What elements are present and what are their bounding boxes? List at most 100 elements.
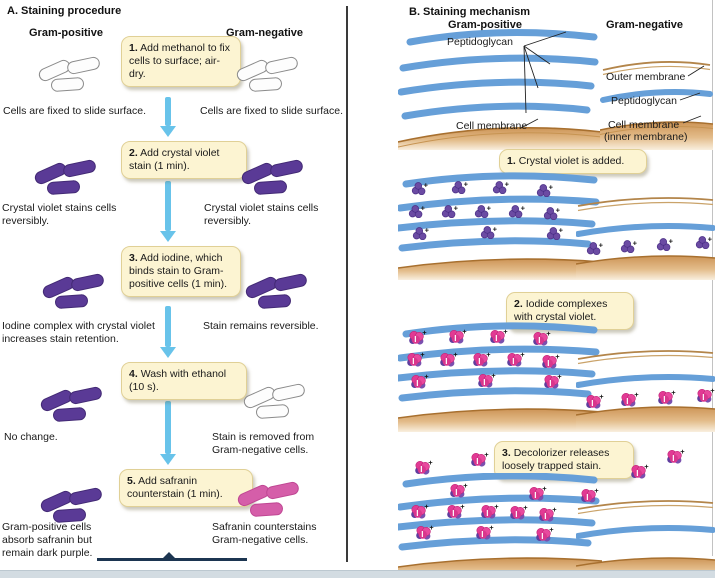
iodide-crystal-violet-complex: I+ [543,374,562,390]
svg-text:+: + [680,449,685,456]
svg-text:I: I [636,469,638,478]
crystal-violet-molecule: + [695,236,712,250]
svg-text:I: I [455,488,457,497]
crystal-violet-molecule: + [492,181,509,195]
panel-a-gram-negative-header: Gram-negative [226,27,304,39]
flow-arrow-1 [160,97,176,137]
iodide-crystal-violet-complex: I+ [448,329,467,345]
svg-text:+: + [556,207,560,214]
crystal-violet-molecule: + [412,227,429,241]
svg-text:I: I [445,357,447,366]
iodide-crystal-violet-complex: I+ [666,449,685,465]
mechanism-step-2-text: Iodide complexes with crystal violet. [514,298,608,324]
crystal-violet-molecule: + [543,207,560,221]
svg-text:I: I [486,509,488,518]
caption-right-2: Crystal violet stains cells reversibly. [204,202,319,227]
crystal-violet-molecule: + [546,227,563,241]
svg-text:+: + [521,205,525,212]
step-2-number: 2. [129,147,138,159]
svg-text:I: I [452,509,454,518]
panel-divider [346,6,348,562]
mechanism-step-3-text: Decolorizer releases loosely trapped sta… [502,447,610,473]
svg-text:+: + [599,242,603,249]
svg-text:I: I [481,530,483,539]
svg-text:I: I [416,509,418,518]
svg-text:+: + [462,329,467,336]
gram-positive-cells-step-4 [38,385,104,425]
mechanism-step-box-2: 2. Iodide complexes with crystal violet. [506,292,634,331]
svg-text:+: + [542,486,547,493]
step-box-3: 3. Add iodine, which binds stain to Gram… [121,246,241,298]
gn-peptidoglycan-label: Peptidoglycan [611,95,677,107]
gn-outer-membrane-label: Outer membrane [606,71,686,83]
iodide-crystal-violet-complex: I+ [439,352,458,368]
crystal-violet-molecule: + [408,205,425,219]
iodide-crystal-violet-complex: I+ [472,352,491,368]
crystal-violet-molecule: + [480,226,497,240]
svg-text:I: I [547,359,549,368]
step-box-4: 4. Wash with ethanol (10 s). [121,362,247,401]
svg-text:I: I [663,395,665,404]
gram-negative-cells-step-4 [241,382,307,422]
flow-arrow-3 [160,306,176,358]
svg-text:I: I [702,393,704,402]
panel-a-title: A. Staining procedure [7,5,122,17]
step-2-text: Add crystal violet stain (1 min). [129,147,220,173]
svg-text:I: I [544,512,546,521]
step-3-text: Add iodine, which binds stain to Gram-po… [129,252,228,291]
panel-b-gram-positive-header: Gram-positive [448,19,522,31]
svg-text:+: + [555,354,560,361]
flow-arrow-2 [160,181,176,242]
svg-text:+: + [453,352,458,359]
iodide-crystal-violet-complex: I+ [541,354,560,370]
caption-right-4: Stain is removed from Gram-negative cell… [212,431,315,456]
svg-text:+: + [425,227,429,234]
gn-membrane-diagram-top [600,61,713,150]
mechanism-step-1-number: 1. [507,155,516,167]
iodide-crystal-violet-complex: I+ [480,504,499,520]
svg-text:I: I [534,491,536,500]
svg-text:+: + [552,507,557,514]
step-5-text: Add safranin counterstain (1 min). [127,475,223,501]
caption-left-2: Crystal violet stains cells reversibly. [2,202,117,227]
iodide-crystal-violet-complex: I+ [620,392,639,408]
gram-positive-cells-step-3 [40,272,106,312]
caption-right-3: Stain remains reversible. [203,320,319,332]
caption-left-3: Iodine complex with crystal violet incre… [2,320,155,345]
svg-text:+: + [424,182,428,189]
svg-text:+: + [484,452,489,459]
iodide-crystal-violet-complex: I+ [535,527,554,543]
iodide-crystal-violet-complex: I+ [446,504,465,520]
svg-text:I: I [476,457,478,466]
iodide-crystal-violet-complex: I+ [477,373,496,389]
iodide-crystal-violet-complex: I+ [506,352,525,368]
crystal-violet-molecule: + [536,184,553,198]
crystal-violet-molecule: + [656,238,673,252]
iodide-crystal-violet-complex: I+ [408,330,427,346]
svg-text:+: + [599,394,604,401]
svg-text:+: + [633,240,637,247]
step-3-number: 3. [129,252,138,264]
svg-text:+: + [489,525,494,532]
svg-text:+: + [557,374,562,381]
panel-a-gram-positive-header: Gram-positive [29,27,103,39]
svg-text:+: + [644,464,649,471]
svg-text:+: + [710,388,715,395]
svg-text:+: + [549,184,553,191]
svg-text:+: + [505,181,509,188]
svg-text:+: + [549,527,554,534]
crystal-violet-molecule: + [586,242,603,256]
svg-text:+: + [487,205,491,212]
caption-left-5: Gram-positive cells absorb safranin but … [2,521,93,559]
gram-positive-cells-step-5 [38,486,104,526]
svg-text:I: I [416,379,418,388]
gn-membrane-diagram-step1 [576,197,715,280]
svg-text:+: + [503,329,508,336]
svg-text:+: + [523,505,528,512]
svg-text:+: + [463,483,468,490]
svg-text:+: + [464,181,468,188]
caption-left-1: Cells are fixed to slide surface. [3,105,146,117]
gp-membrane-diagram-top [398,29,602,150]
mechanism-step-3-number: 3. [502,447,511,459]
